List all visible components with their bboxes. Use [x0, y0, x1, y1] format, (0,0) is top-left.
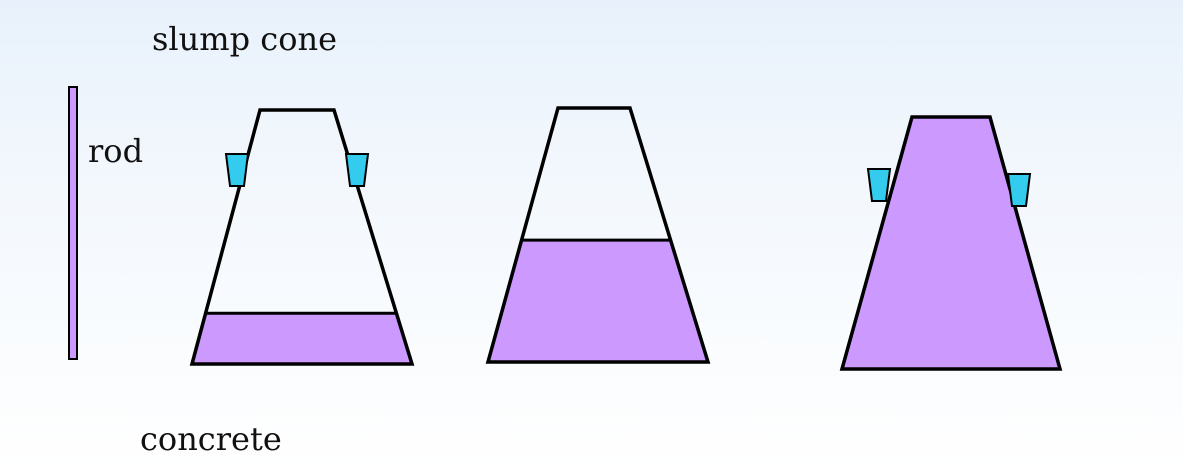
diagram-title: slump cone — [152, 20, 337, 58]
bucket-handle-icon — [224, 153, 250, 187]
bucket-handle-icon — [866, 168, 892, 202]
cone-3-outline — [839, 115, 1063, 371]
concrete-label: concrete — [140, 420, 282, 458]
slump-cone-2 — [485, 106, 711, 364]
bucket-handle-icon — [1006, 173, 1032, 207]
cone-2-outline — [485, 106, 711, 364]
cone-1-concrete — [190, 311, 415, 366]
slump-cone-1 — [189, 108, 415, 366]
rod-label: rod — [88, 132, 144, 170]
rod — [68, 86, 78, 360]
slump-cone-3 — [839, 115, 1063, 371]
cone-1-outline — [189, 108, 415, 366]
bucket-handle-icon — [344, 153, 370, 187]
cone-3-concrete — [840, 115, 1062, 371]
